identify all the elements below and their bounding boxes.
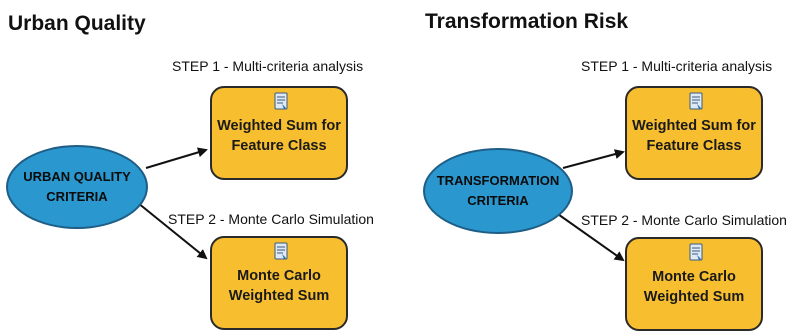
input-label: TRANSFORMATION CRITERIA xyxy=(436,173,560,208)
panel-title: Urban Quality xyxy=(8,12,146,35)
arrow-to-step1 xyxy=(562,149,625,169)
arrow-to-step2 xyxy=(137,202,208,260)
arrow-to-step1 xyxy=(145,147,208,169)
tool-script-icon xyxy=(689,92,703,110)
tool-label: Monte Carlo Weighted Sum xyxy=(643,269,745,305)
urban-quality-criteria-node[interactable]: URBAN QUALITY CRITERIA xyxy=(6,145,148,229)
tool-script-icon xyxy=(274,242,288,260)
arrow-to-step2 xyxy=(554,211,625,262)
step1-label: STEP 1 - Multi-criteria analysis xyxy=(172,58,364,74)
weighted-sum-tool[interactable]: Weighted Sum for Feature Class xyxy=(210,86,348,180)
connector-arrows xyxy=(137,147,208,260)
weighted-sum-tool[interactable]: Weighted Sum for Feature Class xyxy=(625,86,763,180)
urban-quality-panel: Urban Quality STEP 1 - Multi-criteria an… xyxy=(0,0,400,330)
step1-label: STEP 1 - Multi-criteria analysis xyxy=(581,58,773,74)
panel-title: Transformation Risk xyxy=(425,10,629,33)
step2-label: STEP 2 - Monte Carlo Simulation xyxy=(168,211,374,227)
tool-label: Weighted Sum for Feature Class xyxy=(217,118,341,154)
step2-label: STEP 2 - Monte Carlo Simulation xyxy=(581,212,787,228)
tool-label: Monte Carlo Weighted Sum xyxy=(228,268,330,304)
connector-arrows xyxy=(554,149,625,262)
tool-label: Weighted Sum for Feature Class xyxy=(632,118,756,154)
transformation-criteria-node[interactable]: TRANSFORMATION CRITERIA xyxy=(423,148,573,234)
monte-carlo-tool[interactable]: Monte Carlo Weighted Sum xyxy=(210,236,348,330)
tool-script-icon xyxy=(274,92,288,110)
monte-carlo-tool[interactable]: Monte Carlo Weighted Sum xyxy=(625,237,763,331)
tool-script-icon xyxy=(689,243,703,261)
input-label: URBAN QUALITY CRITERIA xyxy=(23,169,131,204)
transformation-risk-panel: Transformation Risk STEP 1 - Multi-crite… xyxy=(405,0,805,331)
